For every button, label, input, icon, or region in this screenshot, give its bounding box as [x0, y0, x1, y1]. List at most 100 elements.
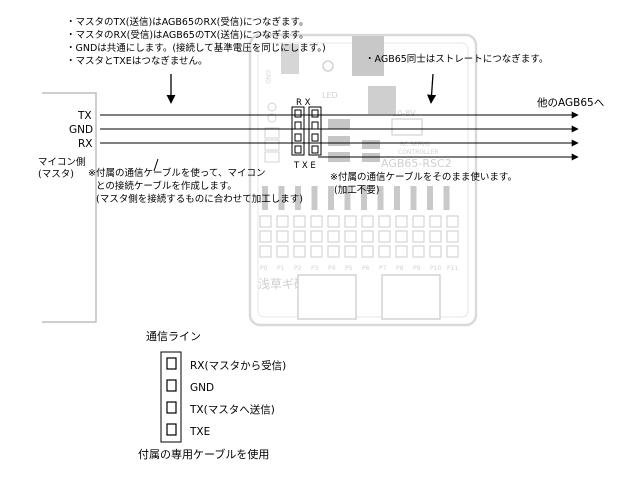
note-cable-agb-2: (加工不要): [334, 185, 379, 196]
servo-pin: [378, 230, 391, 243]
servo-pin-label: P6: [362, 265, 370, 272]
servo-pin: [310, 245, 323, 258]
servo-pin-label: P0: [260, 265, 268, 272]
servo-pin: [429, 245, 442, 258]
resistor: [311, 186, 318, 210]
servo-pin-label: P8: [396, 265, 404, 272]
label-rx: RX: [78, 138, 93, 150]
servo-pin-label: P5: [345, 265, 353, 272]
board-gnd-label: GND: [264, 70, 271, 84]
servo-pin: [259, 245, 272, 258]
resistor: [278, 186, 285, 210]
resistor: [328, 186, 334, 210]
board-outline: [248, 33, 478, 327]
servo-pin-label: P9: [413, 265, 421, 272]
legend-item-tx: TX(マスタへ送信): [189, 403, 275, 416]
servo-pin: [446, 215, 459, 228]
servo-pin: [446, 230, 459, 243]
servo-pin: [293, 230, 306, 243]
ic-chip-2: [328, 136, 350, 146]
servo-pin: [259, 215, 272, 228]
legend-footer: 付属の専用ケーブルを使用: [138, 447, 269, 461]
board-subtitle-1: RC SERVO: [400, 141, 430, 148]
servo-pin-grid: [259, 215, 459, 258]
ic-chip-1: [328, 119, 350, 129]
servo-pin: [276, 245, 289, 258]
resistor: [361, 186, 367, 210]
servo-pin: [361, 230, 374, 243]
servo-pin: [429, 230, 442, 243]
servo-pin: [259, 230, 272, 243]
servo-pin-label: P7: [379, 265, 387, 272]
servo-pin: [378, 215, 391, 228]
connector-bottom-label: T X E: [293, 161, 316, 171]
resistor: [262, 186, 268, 210]
note-top-1: ・マスタのTX(送信)はAGB65のRX(受信)につなぎます。: [66, 16, 309, 28]
board-voltage-label: 10-8V: [392, 109, 416, 118]
cable-pointer: [153, 158, 159, 172]
servo-pin-label: P11: [447, 265, 458, 272]
resistor: [377, 186, 384, 210]
servo-pin: [412, 215, 425, 228]
ic-chip-4: [362, 140, 380, 149]
servo-pin: [412, 245, 425, 258]
resistor-row: [262, 186, 450, 210]
side-header: [264, 102, 280, 163]
label-other-agb65: 他のAGB65へ: [537, 96, 604, 109]
servo-pin: [429, 215, 442, 228]
trimmer-right: [381, 274, 441, 320]
resistor: [410, 186, 417, 210]
trimmer-left: [297, 274, 357, 320]
legend-item-rx: RX(マスタから受信): [190, 360, 286, 372]
legend-title: 通信ライン: [146, 330, 201, 343]
servo-pin: [327, 245, 340, 258]
label-tx: TX: [77, 110, 92, 122]
led-indicator: [322, 60, 334, 72]
note-top-3: ・GNDは共通にします。(接続して基準電圧を同じにします。): [66, 42, 326, 54]
resistor: [295, 186, 301, 210]
servo-pin: [378, 245, 391, 258]
servo-pin-label: P4: [328, 265, 336, 272]
servo-pin: [310, 230, 323, 243]
servo-pin: [344, 245, 357, 258]
board-maker-label: 浅草ギ研: [258, 277, 306, 291]
servo-pin-label: P3: [311, 265, 319, 272]
note-cable-master-1: ※付属の通信ケーブルを使って、マイコン: [88, 167, 265, 179]
label-gnd: GND: [69, 124, 93, 136]
servo-pin: [344, 230, 357, 243]
servo-pin: [276, 230, 289, 243]
resistor: [344, 186, 351, 210]
servo-pin-label: P1: [277, 265, 285, 272]
servo-pin: [395, 230, 408, 243]
note-top-4: ・マスタとTXEはつなぎません。: [66, 55, 208, 67]
board-photo: LED GND 10-8V RC SERVO CONTROLLER AGB65-…: [248, 33, 478, 327]
master-label-1: マイコン側: [38, 156, 86, 168]
legend-item-txe: TXE: [189, 426, 210, 438]
resistor: [394, 186, 400, 210]
regulator: [368, 86, 396, 114]
servo-pin: [395, 215, 408, 228]
connector-top-label: R X: [296, 98, 311, 108]
resistor: [443, 186, 450, 210]
power-connector: [391, 118, 423, 136]
note-cable-master-3: (マスタ側を接続するものに合わせて加工します): [96, 193, 303, 205]
servo-pin: [446, 245, 459, 258]
servo-pin: [310, 215, 323, 228]
servo-pin: [327, 230, 340, 243]
component-square: [352, 36, 384, 76]
legend-item-gnd: GND: [190, 382, 214, 394]
servo-pin: [395, 245, 408, 258]
note-top-2: ・マスタのRX(受信)はAGB65のTX(送信)につなぎます。: [66, 29, 309, 41]
connector-header-left: [291, 106, 305, 156]
board-led-label: LED: [322, 91, 338, 100]
legend-connector: [160, 351, 182, 443]
master-bracket: [42, 92, 97, 323]
servo-pin: [344, 215, 357, 228]
connector-block: [281, 44, 299, 74]
note-cable-agb-1: ※付属の通信ケーブルをそのまま使います。: [330, 171, 517, 183]
servo-pin: [327, 215, 340, 228]
servo-pin: [293, 215, 306, 228]
servo-pin: [412, 230, 425, 243]
